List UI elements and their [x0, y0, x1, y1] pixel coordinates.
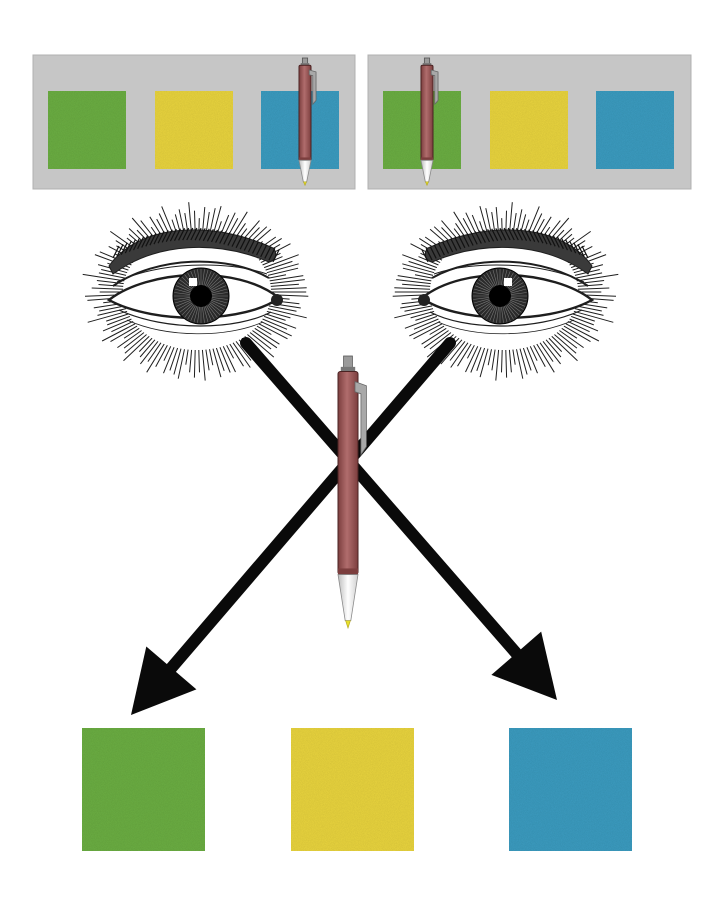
pen-band: [299, 157, 311, 161]
pen-barrel: [420, 64, 434, 161]
yellow-square-large: [291, 728, 414, 851]
pen-clip: [430, 69, 439, 106]
sight-lines: [131, 337, 557, 715]
view-pen: [420, 57, 439, 187]
arrow-shaft: [162, 337, 456, 677]
pen-clip: [354, 381, 367, 457]
bottom-squares: [82, 728, 632, 851]
yellow-square: [155, 91, 233, 169]
top-views: [32, 54, 692, 190]
pen-clip: [308, 69, 317, 106]
pen-barrel: [298, 64, 312, 161]
left-eye-sight-arrow: [240, 337, 557, 700]
pen-ink-point: [425, 181, 429, 187]
engraved-eye-icon: [392, 202, 619, 381]
engraved-eye-icon: [82, 202, 309, 381]
arrowhead: [131, 646, 197, 715]
pen: [337, 355, 367, 630]
pen-ink-point: [303, 181, 307, 187]
blue-square: [596, 91, 674, 169]
yellow-square: [490, 91, 568, 169]
center-pen: [337, 355, 367, 630]
right-eye: [392, 202, 619, 381]
left-eye-view: [367, 54, 692, 190]
pen-barrel: [337, 371, 359, 576]
pen-tip: [337, 574, 359, 622]
arrowhead: [491, 631, 557, 700]
eyes: [82, 202, 619, 381]
right-eye-view: [32, 54, 356, 190]
arrow-shaft: [240, 337, 525, 663]
pen-ink-point: [345, 620, 351, 630]
right-eye-sight-arrow: [131, 337, 456, 715]
green-square-large: [82, 728, 205, 851]
blue-square-large: [509, 728, 632, 851]
left-eye: [82, 202, 309, 381]
pen-band: [338, 568, 358, 575]
pen-band: [421, 157, 433, 161]
green-square: [48, 91, 126, 169]
view-pen: [298, 57, 317, 187]
